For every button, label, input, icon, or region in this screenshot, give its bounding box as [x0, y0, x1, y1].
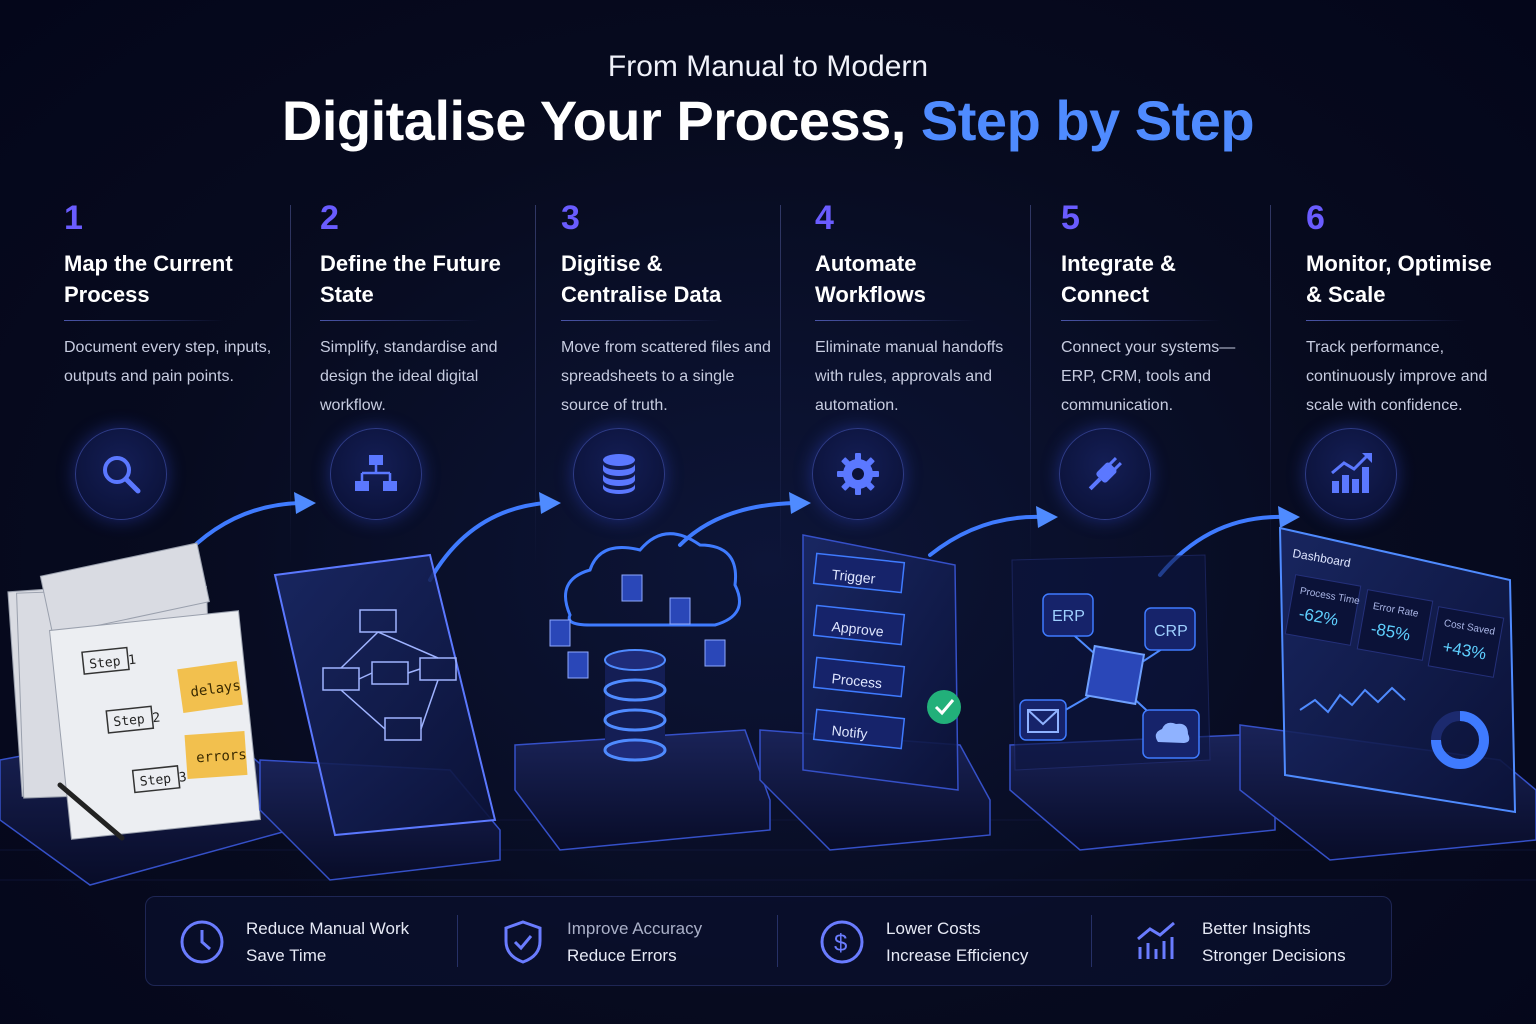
step-divider: [290, 205, 291, 565]
paper-stack-scene: Step 1 Step 2 Step 3 delays errors: [0, 542, 291, 886]
step-6: 6 Monitor, Optimise & Scale Track perfor…: [1306, 198, 1536, 420]
workflow-approve: Approve: [831, 618, 885, 639]
workflow-trigger: Trigger: [831, 566, 877, 587]
step-description: Connect your systems— ERP, CRM, tools an…: [1061, 339, 1236, 414]
step-rule: [1061, 320, 1221, 321]
benefit-line2: Increase Efficiency: [886, 946, 1029, 965]
step-description: Move from scattered files and spreadshee…: [561, 339, 771, 414]
step-number: 2: [320, 199, 339, 237]
step-icon-circle: [1059, 428, 1151, 520]
dashboard-scene: Dashboard Process Time -62% Error Rate -…: [1239, 526, 1536, 861]
step-description: Eliminate manual handoffs with rules, ap…: [815, 339, 1004, 414]
benefit-divider: [1091, 915, 1092, 967]
magnifier-icon: [103, 456, 141, 494]
step-rule: [64, 320, 224, 321]
benefit-line2: Stronger Decisions: [1202, 946, 1346, 965]
gear-icon: [837, 453, 879, 495]
step-description: Simplify, standardise and design the ide…: [320, 339, 498, 414]
growth-chart-icon: [1331, 453, 1372, 493]
benefit-line2: Reduce Errors: [567, 946, 677, 965]
benefit-line2: Save Time: [246, 946, 327, 965]
step-number: 5: [1061, 199, 1080, 237]
workflow-notify: Notify: [831, 722, 868, 742]
integration-scene: ERP CRP: [1009, 554, 1276, 851]
trend-bars-icon: [1137, 921, 1175, 959]
step-number: 1: [64, 199, 83, 237]
benefit-line1: Improve Accuracy: [567, 919, 703, 938]
workflow-scene: Trigger Approve Process Notify: [759, 534, 991, 851]
paper-step-3: Step 3: [139, 770, 187, 790]
tablet-flowchart-scene: [259, 553, 501, 881]
step-icon-circle: [573, 428, 665, 520]
page-title: Digitalise Your Process, Step by Step: [0, 88, 1536, 153]
integration-erp: ERP: [1052, 608, 1085, 625]
step-3: 3 Digitise & Centralise Data Move from s…: [561, 198, 791, 420]
note-delays: delays: [189, 678, 241, 701]
check-circle-icon: [927, 690, 961, 724]
step-icon-circle: [75, 428, 167, 520]
step-rule: [1306, 320, 1466, 321]
step-icon-circle: [812, 428, 904, 520]
flowchart-icon: [355, 455, 397, 491]
step-title: Digitise & Centralise Data: [561, 251, 722, 307]
paper-step-1: Step 1: [89, 653, 137, 673]
workflow-process: Process: [831, 670, 883, 691]
step-title: Integrate & Connect: [1061, 251, 1176, 307]
shield-check-icon: [504, 920, 542, 964]
step-5: 5 Integrate & Connect Connect your syste…: [1061, 198, 1291, 420]
arrow-heads: [294, 492, 1300, 528]
flow-arrows: [178, 501, 1286, 582]
step-2: 2 Define the Future State Simplify, stan…: [320, 198, 550, 420]
step-rule: [320, 320, 480, 321]
database-icon: [603, 454, 635, 494]
scene-illustrations: Step 1 Step 2 Step 3 delays errors: [0, 492, 1536, 886]
dollar-icon: $: [820, 920, 864, 964]
step-divider: [1270, 205, 1271, 565]
integration-crp: CRP: [1154, 623, 1188, 640]
step-rule: [815, 320, 975, 321]
step-icon-circle: [1305, 428, 1397, 520]
step-description: Document every step, inputs, outputs and…: [64, 339, 272, 385]
step-title: Automate Workflows: [815, 251, 926, 307]
title-main: Digitalise Your Process,: [281, 89, 921, 152]
benefit-line1: Better Insights: [1202, 919, 1311, 938]
step-1: 1 Map the Current Process Document every…: [64, 198, 294, 391]
step-icon-circle: [330, 428, 422, 520]
step-divider: [535, 205, 536, 565]
benefit-line1: Lower Costs: [886, 919, 981, 938]
plug-icon: [1088, 457, 1122, 491]
benefit-divider: [777, 915, 778, 967]
database-cylinder: [603, 649, 667, 762]
step-rule: [561, 320, 721, 321]
step-title: Monitor, Optimise & Scale: [1306, 251, 1492, 307]
benefit-line1: Reduce Manual Work: [246, 919, 410, 938]
step-description: Track performance, continuously improve …: [1306, 339, 1488, 414]
title-accent: Step by Step: [920, 89, 1255, 152]
step-4: 4 Automate Workflows Eliminate manual ha…: [815, 198, 1045, 420]
step-title: Map the Current Process: [64, 251, 233, 307]
step-number: 6: [1306, 199, 1325, 237]
cloud-database-scene: [514, 532, 771, 851]
paper-step-2: Step 2: [113, 710, 161, 730]
step-number: 3: [561, 199, 580, 237]
step-divider: [1030, 205, 1031, 565]
step-title: Define the Future State: [320, 251, 501, 307]
step-number: 4: [815, 199, 834, 237]
step-divider: [780, 205, 781, 565]
subtitle: From Manual to Modern: [607, 50, 929, 83]
clock-icon: [180, 920, 224, 964]
svg-text:$: $: [834, 930, 847, 957]
benefit-divider: [457, 915, 458, 967]
note-errors: errors: [196, 747, 248, 766]
